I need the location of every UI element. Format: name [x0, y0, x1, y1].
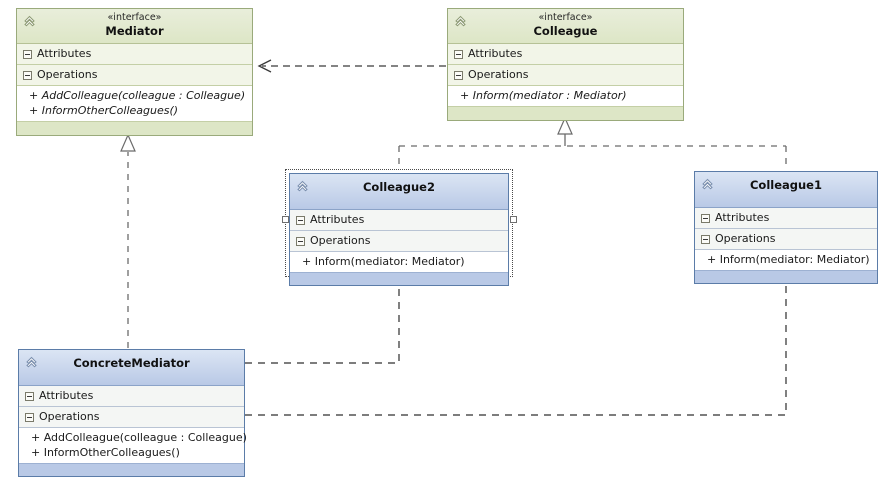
collapse-minus-icon[interactable]: [296, 236, 305, 246]
section-operations-label: Operations: [468, 68, 529, 81]
class-header-colleague: «interface» Colleague: [448, 9, 683, 44]
operation-list: + AddColleague(colleague : Colleague) + …: [19, 428, 247, 463]
section-attributes[interactable]: Attributes: [695, 208, 877, 229]
class-box-colleague1[interactable]: Colleague1 Attributes Operations + Infor…: [694, 171, 878, 284]
section-attributes-label: Attributes: [39, 389, 94, 402]
operation-item: + AddColleague(colleague : Colleague): [31, 431, 247, 444]
class-name-label: Colleague1: [749, 178, 822, 192]
class-box-mediator[interactable]: «interface» Mediator Attributes Operatio…: [16, 8, 253, 136]
collapse-minus-icon[interactable]: [296, 215, 305, 225]
section-attributes-label: Attributes: [468, 47, 523, 60]
section-attributes-label: Attributes: [715, 211, 770, 224]
collapse-minus-icon[interactable]: [25, 412, 34, 422]
operation-item: + InformOtherColleagues(): [31, 446, 180, 459]
collapse-minus-icon[interactable]: [23, 70, 32, 80]
section-attributes[interactable]: Attributes: [448, 44, 683, 65]
class-footer: [290, 272, 508, 285]
class-box-colleague2[interactable]: Colleague2 Attributes Operations + Infor…: [289, 173, 509, 286]
edge-concretemediator-to-colleague2: [245, 271, 407, 364]
section-operations[interactable]: Operations: [695, 229, 877, 250]
class-box-concretemediator[interactable]: ConcreteMediator Attributes Operations +…: [18, 349, 247, 477]
operation-item: + Inform(mediator: Mediator): [302, 255, 465, 268]
stereotype-label: «interface»: [538, 12, 593, 23]
class-header-colleague1: Colleague1: [695, 172, 877, 208]
edge-concretemediator-to-colleague1: [245, 269, 794, 416]
collapse-minus-icon[interactable]: [701, 213, 710, 223]
operation-list: + Inform(mediator: Mediator): [695, 250, 877, 270]
operation-item: + InformOtherColleagues(): [29, 104, 179, 117]
section-attributes[interactable]: Attributes: [17, 44, 252, 65]
class-header-mediator: «interface» Mediator: [17, 9, 252, 44]
class-header-concretemediator: ConcreteMediator: [19, 350, 244, 386]
collapse-minus-icon[interactable]: [23, 49, 32, 59]
class-footer: [17, 122, 252, 135]
double-chevron-up-icon: [24, 354, 39, 369]
double-chevron-up-icon: [700, 176, 715, 191]
collapse-minus-icon[interactable]: [25, 391, 34, 401]
edge-concretemediator-to-mediator: [120, 133, 136, 348]
class-footer: [695, 270, 877, 283]
stereotype-label: «interface»: [107, 12, 162, 23]
collapse-minus-icon[interactable]: [454, 70, 463, 80]
resize-handle-right[interactable]: [510, 216, 517, 223]
section-operations-label: Operations: [39, 410, 100, 423]
class-box-colleague[interactable]: «interface» Colleague Attributes Operati…: [447, 8, 684, 121]
double-chevron-up-icon: [22, 13, 37, 28]
section-operations[interactable]: Operations: [17, 65, 252, 86]
operation-list: + Inform(mediator : Mediator): [448, 86, 683, 107]
operation-list: + AddColleague(colleague : Colleague) + …: [17, 86, 252, 122]
operation-list: + Inform(mediator: Mediator): [290, 252, 508, 272]
double-chevron-up-icon: [295, 178, 310, 193]
edge-colleagues-to-colleague: [398, 116, 787, 170]
resize-handle-left[interactable]: [282, 216, 289, 223]
section-operations[interactable]: Operations: [19, 407, 244, 428]
section-operations-label: Operations: [310, 234, 371, 247]
class-header-colleague2: Colleague2: [290, 174, 508, 210]
operation-item: + Inform(mediator : Mediator): [460, 89, 627, 102]
class-footer: [448, 107, 683, 120]
class-footer: [19, 463, 244, 476]
section-operations[interactable]: Operations: [448, 65, 683, 86]
section-attributes[interactable]: Attributes: [290, 210, 508, 231]
double-chevron-up-icon: [453, 13, 468, 28]
section-operations-label: Operations: [37, 68, 98, 81]
operation-item: + AddColleague(colleague : Colleague): [29, 89, 246, 102]
operation-item: + Inform(mediator: Mediator): [707, 253, 870, 266]
collapse-minus-icon[interactable]: [701, 234, 710, 244]
section-operations[interactable]: Operations: [290, 231, 508, 252]
class-name-label: Colleague: [533, 24, 598, 38]
section-attributes[interactable]: Attributes: [19, 386, 244, 407]
collapse-minus-icon[interactable]: [454, 49, 463, 59]
class-name-label: Colleague2: [362, 180, 435, 194]
edge-colleague-to-mediator: [257, 59, 446, 73]
class-name-label: Mediator: [105, 24, 164, 38]
section-operations-label: Operations: [715, 232, 776, 245]
section-attributes-label: Attributes: [37, 47, 92, 60]
class-name-label: ConcreteMediator: [73, 356, 190, 370]
section-attributes-label: Attributes: [310, 213, 365, 226]
